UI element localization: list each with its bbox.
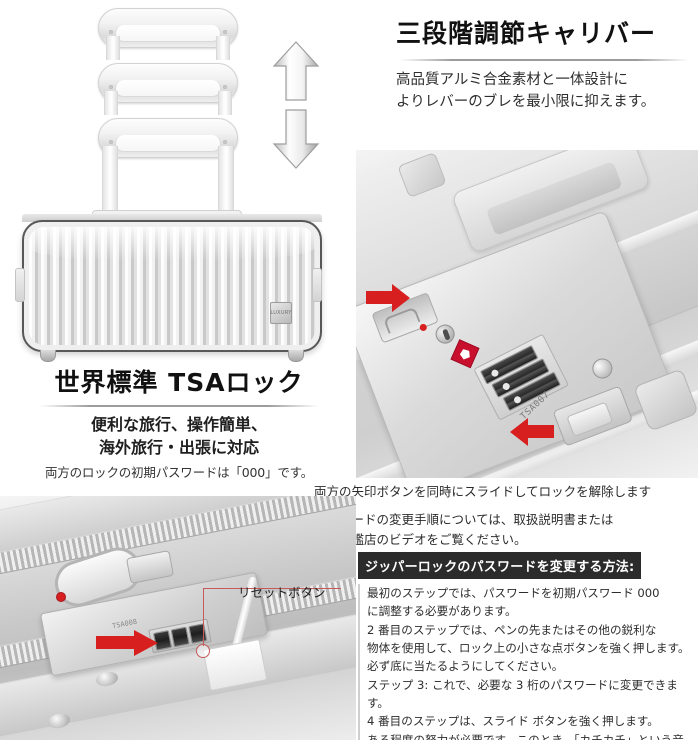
howto-steps-text: 最初のステップでは、パスワードを初期パスワード 000 に調整する必要があります… — [367, 586, 690, 740]
handle-screw-icon — [223, 140, 227, 144]
arrow-unlock-right-icon — [510, 418, 554, 452]
dial-wheel — [188, 623, 208, 644]
suitcase-illustration: LUXURY — [0, 0, 352, 372]
side-tab — [312, 268, 322, 302]
callout-leader-line — [203, 588, 341, 589]
howto-card: ジッパーロックのパスワードを変更する方法: 最初のステップでは、パスワードを初期… — [358, 552, 698, 740]
suitcase-zipper — [22, 214, 322, 222]
tsa-title: 世界標準 TSAロック — [54, 368, 304, 397]
tsa-diamond-logo-icon — [450, 339, 480, 369]
reset-button-hole — [196, 644, 210, 658]
handle-post — [106, 36, 120, 60]
handle-bar-stage-2 — [98, 63, 238, 103]
handle-post — [218, 146, 234, 218]
header-right-block: 三段階調節キャリバー 高品質アルミ合金素材と一体設計に よりレバーのブレを最小限… — [396, 19, 692, 113]
tsa-heading-block: 世界標準 TSAロック 便利な旅行、操作簡単、 海外旅行・出張に対応 両方のロッ… — [16, 368, 342, 482]
shell-highlight — [29, 227, 315, 261]
arrow-down-icon — [272, 108, 320, 174]
handle-post — [104, 91, 118, 115]
howto-steps: 最初のステップでは、パスワードを初期パスワード 000 に調整する必要があります… — [358, 584, 698, 740]
red-indicator-icon — [56, 592, 66, 602]
handle-screw-icon — [223, 30, 227, 34]
side-tab — [15, 268, 25, 302]
keyhole-icon — [432, 321, 458, 347]
handle-bar-stage-1 — [98, 8, 238, 48]
manual-reference-text: パスワードの変更手順については、取扱説明書または 公式旗艦店のビデオをご覧くださ… — [314, 512, 614, 547]
reset-button-label: リセットボタン — [238, 585, 326, 600]
wheel — [288, 350, 304, 362]
page-title: 三段階調節キャリバー — [396, 19, 657, 48]
howto-header: ジッパーロックのパスワードを変更する方法: — [358, 552, 642, 579]
arrow-unlock-left-icon — [366, 284, 410, 318]
tsa-title-divider — [40, 405, 318, 407]
zipper-lock-photo: TSA008 — [0, 496, 356, 740]
rivet-icon — [589, 355, 616, 382]
arrow-slide-icon — [96, 630, 158, 660]
lock-instructions-block: 両方の矢印ボタンを同時にスライドしてロックを解除します パスワードの変更手順につ… — [314, 482, 698, 549]
unlock-instruction-text: 両方の矢印ボタンを同時にスライドしてロックを解除します — [314, 484, 652, 499]
title-divider — [400, 58, 688, 61]
tsa-default-password-note: 両方のロックの初期パスワードは「000」です。 — [44, 465, 313, 481]
dial-wheel — [170, 626, 190, 648]
telescoping-handle — [98, 8, 238, 238]
handle-bar-stage-3 — [98, 118, 238, 158]
page-subtitle: 高品質アルミ合金素材と一体設計に よりレバーのブレを最小限に抑えます。 — [396, 71, 656, 110]
suitcase-shell: LUXURY — [22, 220, 322, 352]
handle-screw-icon — [109, 85, 113, 89]
brand-logo-badge: LUXURY — [270, 302, 292, 324]
tsa-subtitle: 便利な旅行、操作簡単、 海外旅行・出張に対応 — [90, 415, 267, 458]
callout-leader-line — [203, 588, 204, 646]
handle-screw-icon — [109, 30, 113, 34]
handle-post — [102, 146, 118, 218]
handle-screw-icon — [109, 140, 113, 144]
handle-post — [218, 91, 232, 115]
handle-post — [216, 36, 230, 60]
combination-dials — [473, 333, 570, 421]
handle-screw-icon — [223, 85, 227, 89]
arrow-up-icon — [272, 40, 320, 106]
wheel — [40, 350, 56, 362]
